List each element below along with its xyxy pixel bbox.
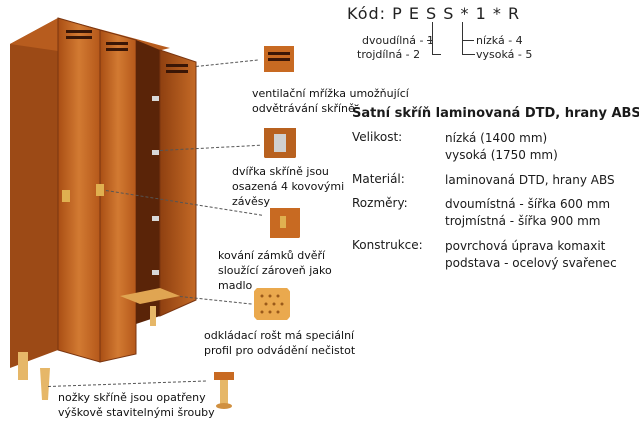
code-option-right-1: nízká - 4 (476, 34, 523, 47)
open-door (159, 49, 197, 317)
annotation-vent: ventilační mřížka umožňující odvětrávání… (252, 87, 409, 115)
code-connector-left-mid (427, 40, 432, 41)
lock-handle-icon (262, 200, 306, 244)
hinge-icon (258, 120, 302, 164)
annotation-grate: odkládací rošt má speciální profil pro o… (204, 329, 356, 357)
annotation-hinge: dvířka skříně jsou osazená 4 kovovými zá… (232, 165, 345, 208)
annotation-feet: nožky skříně jsou opatřeny výškově stavi… (58, 391, 215, 419)
code-option-right-2: vysoká - 5 (476, 48, 533, 61)
spec-value-construction: povrchová úprava komaxit podstava - ocel… (445, 239, 617, 270)
code-connector-right-mid (462, 40, 474, 41)
perforated-grate-icon (250, 282, 294, 326)
spec-label-construction: Konstrukce: (352, 238, 423, 252)
code-connector-left (432, 22, 441, 55)
code-option-left-2: trojdílná - 2 (357, 48, 421, 61)
vent-grille-icon (256, 36, 300, 80)
spec-label-size: Velikost: (352, 130, 403, 144)
spec-title: Šatní skříň laminovaná DTD, hrany ABS (352, 106, 639, 121)
code-option-left-1: dvoudílná - 1 (362, 34, 434, 47)
spec-value-dimensions: dvoumístná - šířka 600 mm trojmístná - š… (445, 197, 611, 228)
spec-value-size: nízká (1400 mm) vysoká (1750 mm) (445, 131, 558, 162)
spec-value-material: laminovaná DTD, hrany ABS (445, 173, 615, 187)
spec-label-material: Materiál: (352, 172, 405, 186)
spec-label-dimensions: Rozměry: (352, 196, 408, 210)
product-code: Kód: P E S S * 1 * R (347, 4, 521, 23)
locker-cabinet-illustration (10, 17, 197, 400)
annotation-lock: kování zámků dvěří sloužící zároveň jako… (218, 249, 332, 292)
adjustable-foot-icon (202, 368, 246, 412)
door-2 (99, 29, 137, 363)
code-connector-right (462, 22, 475, 55)
